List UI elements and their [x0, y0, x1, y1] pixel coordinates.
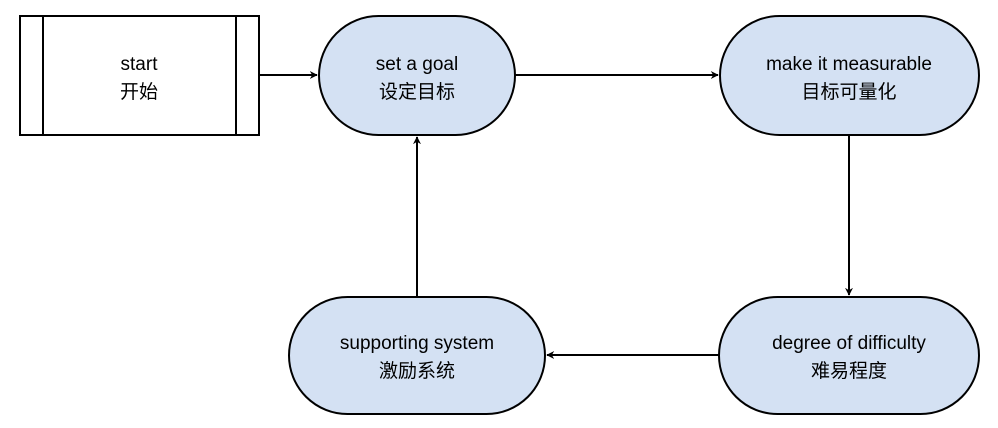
- difficulty-node-label-en: degree of difficulty: [772, 333, 926, 354]
- goal-node-label-en: set a goal: [376, 54, 458, 75]
- goal-node-shape: [318, 15, 516, 136]
- measurable-node-label-zh: 目标可量化: [801, 81, 896, 103]
- difficulty-node: degree of difficulty 难易程度: [718, 296, 980, 415]
- start-node-label-zh: 开始: [120, 81, 158, 103]
- support-node-shape: [288, 296, 546, 415]
- support-node: supporting system 激励系统: [288, 296, 546, 415]
- measurable-node-shape: [719, 15, 980, 136]
- difficulty-node-shape: [718, 296, 980, 415]
- start-node-box: [19, 15, 260, 136]
- start-node-label-en: start: [121, 54, 159, 75]
- difficulty-node-label-zh: 难易程度: [811, 360, 887, 382]
- measurable-node-label-en: make it measurable: [766, 54, 932, 75]
- measurable-node: make it measurable 目标可量化: [719, 15, 980, 136]
- goal-node: set a goal 设定目标: [318, 15, 516, 136]
- goal-node-label-zh: 设定目标: [379, 81, 455, 103]
- support-node-label-en: supporting system: [340, 333, 494, 354]
- start-node: start 开始: [19, 15, 260, 136]
- support-node-label-zh: 激励系统: [379, 360, 455, 382]
